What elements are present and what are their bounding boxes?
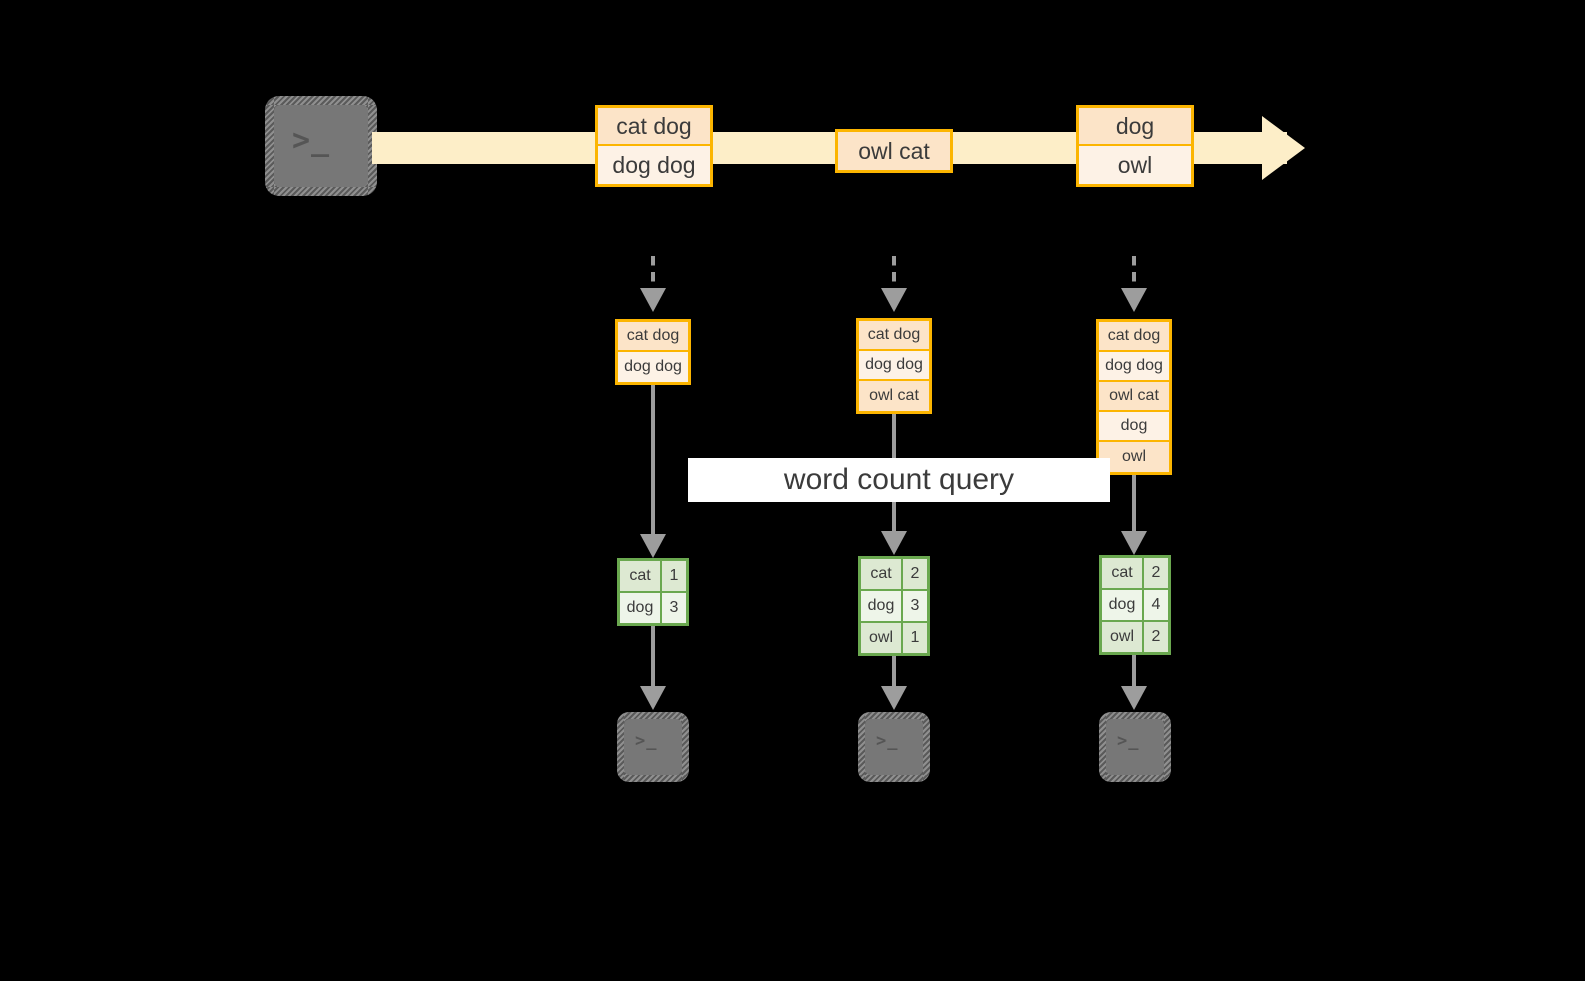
input-table-row: cat dog bbox=[1099, 322, 1169, 352]
input-table-row: dog dog bbox=[1099, 352, 1169, 382]
dashed-connector-arrowhead-t2 bbox=[881, 288, 907, 312]
sink-connector-t2 bbox=[892, 652, 896, 690]
query-connector-t1 bbox=[651, 383, 655, 538]
stream-record-batch-2: owl cat bbox=[835, 129, 953, 173]
stream-record-batch-3: dog owl bbox=[1076, 105, 1194, 187]
result-row: cat 2 bbox=[861, 559, 927, 591]
result-count: 3 bbox=[662, 593, 686, 623]
result-count: 2 bbox=[903, 559, 927, 589]
result-count: 2 bbox=[1144, 622, 1168, 652]
query-connector-arrowhead-t3 bbox=[1121, 531, 1147, 555]
result-row: dog 3 bbox=[620, 593, 686, 623]
stream-record-line: owl cat bbox=[838, 132, 950, 170]
input-table-row: owl bbox=[1099, 442, 1169, 472]
result-table-t3: cat 2 dog 4 owl 2 bbox=[1099, 555, 1171, 655]
result-row: owl 2 bbox=[1102, 622, 1168, 652]
input-table-row: dog bbox=[1099, 412, 1169, 442]
dashed-connector-t1 bbox=[651, 256, 655, 294]
result-count: 4 bbox=[1144, 590, 1168, 620]
result-count: 1 bbox=[662, 561, 686, 591]
result-row: dog 4 bbox=[1102, 590, 1168, 622]
result-count: 3 bbox=[903, 591, 927, 621]
result-row: cat 1 bbox=[620, 561, 686, 593]
result-word: dog bbox=[861, 591, 903, 621]
input-table-row: dog dog bbox=[618, 352, 688, 382]
sink-connector-arrowhead-t3 bbox=[1121, 686, 1147, 710]
result-row: owl 1 bbox=[861, 623, 927, 653]
sink-terminal-icon-t3: >_ bbox=[1099, 712, 1171, 782]
result-count: 1 bbox=[903, 623, 927, 653]
input-table-row: owl cat bbox=[1099, 382, 1169, 412]
sink-connector-t3 bbox=[1132, 651, 1136, 690]
stream-arrow-head bbox=[1262, 116, 1305, 180]
sink-connector-arrowhead-t2 bbox=[881, 686, 907, 710]
result-table-t1: cat 1 dog 3 bbox=[617, 558, 689, 626]
result-row: cat 2 bbox=[1102, 558, 1168, 590]
terminal-prompt-glyph: >_ bbox=[1117, 731, 1140, 751]
dashed-connector-arrowhead-t1 bbox=[640, 288, 666, 312]
dashed-connector-arrowhead-t3 bbox=[1121, 288, 1147, 312]
terminal-prompt-glyph: >_ bbox=[292, 123, 331, 158]
dashed-connector-t2 bbox=[892, 256, 896, 294]
sink-terminal-icon-t2: >_ bbox=[858, 712, 930, 782]
query-connector-arrowhead-t1 bbox=[640, 534, 666, 558]
query-connector-t3 bbox=[1132, 473, 1136, 535]
result-row: dog 3 bbox=[861, 591, 927, 623]
input-table-t3: cat dog dog dog owl cat dog owl bbox=[1096, 319, 1172, 475]
stream-record-line: dog bbox=[1079, 108, 1191, 146]
input-table-row: cat dog bbox=[618, 322, 688, 352]
input-table-t2: cat dog dog dog owl cat bbox=[856, 318, 932, 414]
result-word: cat bbox=[620, 561, 662, 591]
query-label: word count query bbox=[688, 458, 1110, 502]
result-word: owl bbox=[861, 623, 903, 653]
input-table-row: owl cat bbox=[859, 381, 929, 411]
result-word: owl bbox=[1102, 622, 1144, 652]
query-connector-arrowhead-t2 bbox=[881, 531, 907, 555]
stream-record-line: owl bbox=[1079, 146, 1191, 184]
input-table-row: dog dog bbox=[859, 351, 929, 381]
source-terminal-icon: >_ bbox=[265, 96, 377, 196]
result-count: 2 bbox=[1144, 558, 1168, 588]
sink-connector-t1 bbox=[651, 622, 655, 690]
terminal-prompt-glyph: >_ bbox=[876, 731, 899, 751]
result-word: cat bbox=[861, 559, 903, 589]
result-word: dog bbox=[1102, 590, 1144, 620]
sink-terminal-icon-t1: >_ bbox=[617, 712, 689, 782]
terminal-prompt-glyph: >_ bbox=[635, 731, 658, 751]
result-word: cat bbox=[1102, 558, 1144, 588]
stream-record-batch-1: cat dog dog dog bbox=[595, 105, 713, 187]
input-table-t1: cat dog dog dog bbox=[615, 319, 691, 385]
input-table-row: cat dog bbox=[859, 321, 929, 351]
stream-record-line: cat dog bbox=[598, 108, 710, 146]
stream-record-line: dog dog bbox=[598, 146, 710, 184]
result-word: dog bbox=[620, 593, 662, 623]
sink-connector-arrowhead-t1 bbox=[640, 686, 666, 710]
result-table-t2: cat 2 dog 3 owl 1 bbox=[858, 556, 930, 656]
dashed-connector-t3 bbox=[1132, 256, 1136, 294]
query-label-text: word count query bbox=[783, 463, 1015, 496]
